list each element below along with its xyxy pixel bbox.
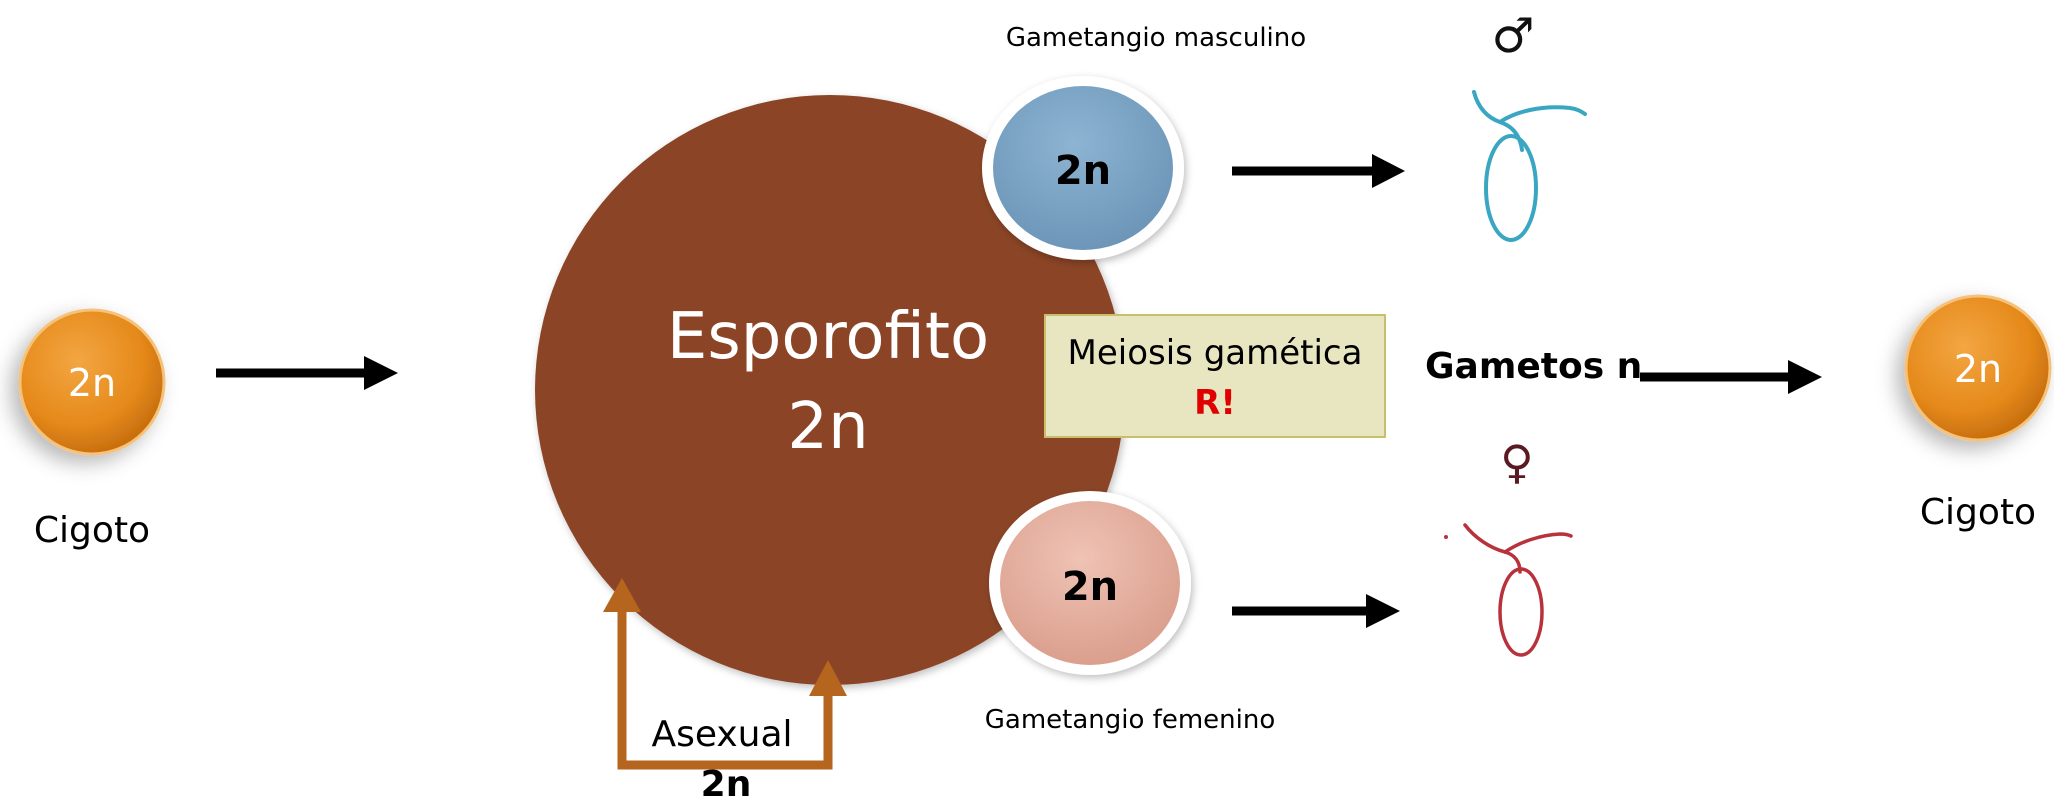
arrow-male-to-gamete [1232, 154, 1405, 188]
asexual-loop-arrow: Asexual 2n [603, 578, 847, 800]
female-gametangium-circle [1000, 501, 1180, 665]
male-gametangium-label: Gametangio masculino [1006, 23, 1306, 53]
meiosis-box: Meiosis gamética R! [1044, 314, 1386, 438]
sporophyte-title: Esporofito [667, 300, 989, 374]
female-gametangium-label: Gametangio femenino [985, 705, 1275, 735]
right-zygote: 2n Cigoto [1904, 294, 2052, 533]
right-zygote-circle [1904, 294, 2052, 442]
male-symbol-icon: ♂ [1491, 8, 1534, 64]
female-gametangium: 2n Gametangio femenino [985, 491, 1275, 735]
right-zygote-ploidy: 2n [1954, 347, 2002, 391]
female-gametangium-ploidy: 2n [1062, 564, 1118, 610]
left-zygote: 2n Cigoto [18, 308, 166, 551]
right-zygote-label: Cigoto [1920, 492, 2036, 533]
left-zygote-circle [18, 308, 166, 456]
gametes-label: Gametos n [1425, 346, 1642, 387]
male-gamete-icon [1472, 90, 1587, 242]
female-symbol-icon: ♀ [1500, 435, 1534, 489]
sporophyte-circle [535, 95, 1125, 685]
left-zygote-label: Cigoto [34, 510, 150, 551]
male-gametangium-ploidy: 2n [1055, 148, 1111, 194]
male-gametangium: Gametangio masculino 2n [982, 23, 1306, 260]
arrow-gametes-to-zygote [1640, 360, 1822, 394]
female-gamete-icon [1444, 523, 1573, 657]
sporophyte-ploidy: 2n [787, 390, 868, 464]
left-zygote-ploidy: 2n [68, 361, 116, 405]
asexual-label: Asexual [651, 714, 792, 755]
asexual-ploidy: 2n [701, 764, 752, 800]
male-gametangium-circle [993, 86, 1173, 250]
arrow-female-to-gamete [1232, 594, 1400, 628]
meiosis-box-r-mark: R! [1194, 383, 1236, 423]
arrow-zygote-to-sporophyte [216, 356, 398, 390]
sporophyte: Esporofito 2n [535, 95, 1125, 685]
meiosis-box-title: Meiosis gamética [1068, 333, 1363, 373]
